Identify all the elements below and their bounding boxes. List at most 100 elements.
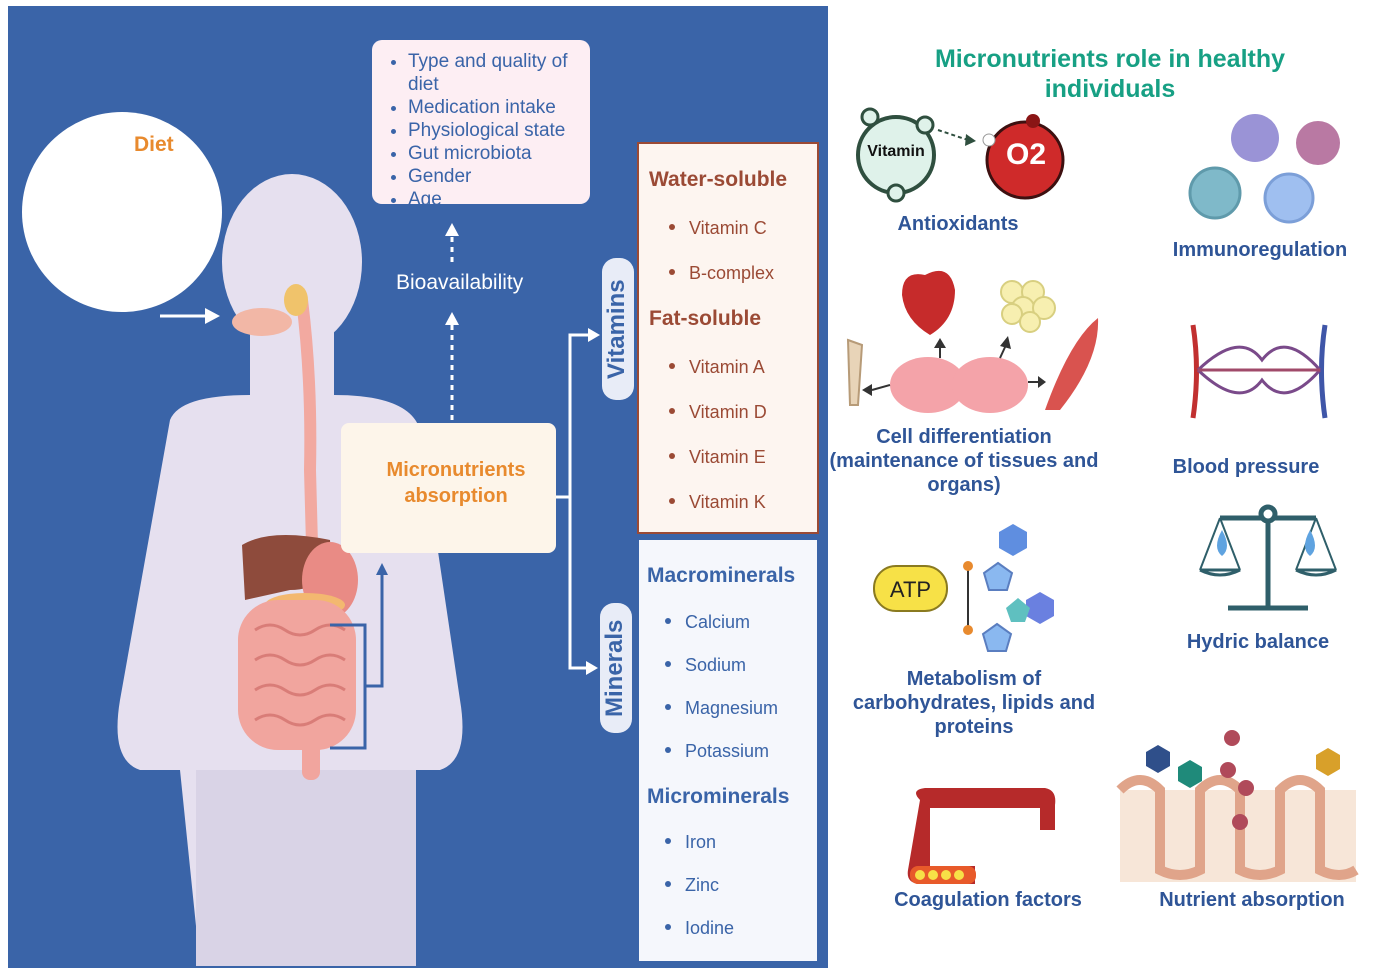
rectum [302, 740, 320, 780]
factor-item: Type and quality of diet [408, 50, 582, 96]
o2-label: O2 [1005, 138, 1047, 171]
cell-differentiation-line2: (maintenance of tissues and [829, 450, 1099, 472]
absorption-label: Micronutrients absorption [341, 457, 571, 509]
immune-cell-icon [1296, 121, 1340, 165]
oxygen-radical-icon [985, 120, 1065, 200]
blood-vessels-illustration [1190, 324, 1328, 419]
absorption-label-line2: absorption [404, 485, 508, 507]
cell-differentiation-line1: Cell differentiation [876, 426, 1052, 448]
water-soluble-heading: Water-soluble [649, 168, 788, 191]
mineral-item: Calcium [665, 612, 750, 633]
mineral-item: Iodine [665, 918, 734, 939]
mineral-item: Sodium [665, 655, 746, 676]
dividing-cell-icon [890, 357, 966, 413]
diet-label: Diet [134, 133, 174, 156]
diet-circle [22, 112, 222, 312]
dotted-arrow-lower-head [445, 312, 459, 325]
factor-item: Age [408, 188, 582, 211]
fat-cells-icon [1000, 280, 1056, 333]
cell-differentiation-label: Cell differentiation (maintenance of tis… [828, 425, 1100, 497]
immune-cell-icon [1188, 166, 1242, 220]
vitamins-arrow-head [588, 328, 600, 342]
vitamin-item: Vitamin E [669, 447, 766, 468]
minerals-connector [568, 497, 588, 670]
vitamin-item: B-complex [669, 263, 774, 284]
metabolism-line1: Metabolism of [906, 668, 1042, 690]
muscle-icon [1045, 318, 1099, 410]
vitamins-box: Water-soluble Vitamin C B-complex Fat-so… [637, 142, 819, 534]
microminerals-heading: Microminerals [647, 785, 790, 808]
hydric-balance-label: Hydric balance [1186, 631, 1330, 653]
atp-badge [873, 565, 948, 612]
intestines [238, 600, 356, 750]
intestine-folds [254, 623, 346, 727]
metabolism-label: Metabolism of carbohydrates, lipids and … [843, 667, 1105, 739]
absorption-arrow-line [365, 570, 384, 688]
roles-title-line2: individuals [1044, 75, 1176, 103]
factors-list: Type and quality of diet Medication inta… [372, 40, 590, 211]
vitamins-connector [556, 333, 590, 499]
immune-cells-illustration [1188, 114, 1340, 224]
factor-item: Gut microbiota [408, 142, 582, 165]
mineral-item: Magnesium [665, 698, 778, 719]
antioxidants-label: Antioxidants [897, 213, 1019, 235]
factors-box: Type and quality of diet Medication inta… [372, 40, 590, 210]
atp-label: ATP [889, 577, 932, 602]
factor-item: Medication intake [408, 96, 582, 119]
cell-differentiation-illustration [846, 270, 1099, 413]
coagulation-label: Coagulation factors [894, 889, 1082, 911]
metabolism-illustration [873, 524, 1054, 652]
dotted-arrow-upper-head [445, 223, 459, 236]
mineral-item: Zinc [665, 875, 719, 896]
artery-icon [1190, 324, 1199, 419]
macrominerals-heading: Macrominerals [647, 564, 796, 587]
factor-item: Gender [408, 165, 582, 188]
vitamins-side-label: Vitamins [602, 258, 634, 400]
hexagon-sugar-icon [1026, 592, 1054, 624]
factor-item: Physiological state [408, 119, 582, 142]
nutrient-molecule-icon [1146, 745, 1170, 773]
heart-icon [902, 270, 955, 335]
scale-illustration [1199, 504, 1337, 611]
vitamin-badge-label: Vitamin [867, 143, 925, 160]
pentagon-sugar-icon [981, 622, 1013, 652]
roles-title: Micronutrients role in healthy individua… [880, 44, 1340, 104]
mineral-item: Potassium [665, 741, 769, 762]
salivary-gland [284, 284, 308, 316]
bone-icon [846, 338, 864, 406]
immunoregulation-label: Immunoregulation [1172, 239, 1348, 261]
pentagon-sugar-icon [982, 561, 1014, 591]
minerals-box: Macrominerals Calcium Sodium Magnesium P… [637, 538, 819, 963]
vitamin-item: Vitamin C [669, 218, 767, 239]
lower-body-shade [196, 770, 416, 966]
nutrient-absorption-label: Nutrient absorption [1159, 889, 1345, 911]
cell-differentiation-line3: organs) [927, 474, 1001, 496]
roles-title-line1: Micronutrients role in healthy [934, 45, 1286, 73]
blood-pressure-label: Blood pressure [1172, 456, 1320, 478]
water-drop-icon [1305, 530, 1315, 556]
minerals-arrow-head [586, 661, 598, 675]
coagulation-illustration [907, 788, 1056, 884]
hexagon-sugar-icon [999, 524, 1027, 556]
fat-soluble-heading: Fat-soluble [649, 307, 762, 330]
diet-arrow-head [205, 308, 220, 324]
bioavailability-label: Bioavailability [396, 271, 524, 294]
esophagus [296, 299, 318, 546]
mineral-item: Iron [665, 832, 716, 853]
antioxidants-illustration [856, 107, 1065, 203]
villi-illustration [1116, 730, 1359, 882]
metabolism-line3: proteins [934, 716, 1014, 738]
vitamin-item: Vitamin D [669, 402, 767, 423]
absorption-box [341, 423, 556, 553]
immune-cell-icon [1263, 172, 1315, 224]
minerals-side-label: Minerals [600, 603, 632, 733]
absorption-arrow-head [376, 563, 388, 575]
water-drop-icon [1217, 530, 1227, 556]
mouth-organ [232, 308, 292, 336]
metabolism-line2: carbohydrates, lipids and [852, 692, 1096, 714]
vitamin-item: Vitamin K [669, 492, 766, 513]
immune-cell-icon [1231, 114, 1279, 162]
vitamin-item: Vitamin A [669, 357, 765, 378]
vein-icon [1319, 324, 1328, 419]
absorption-label-line1: Micronutrients [386, 459, 526, 481]
